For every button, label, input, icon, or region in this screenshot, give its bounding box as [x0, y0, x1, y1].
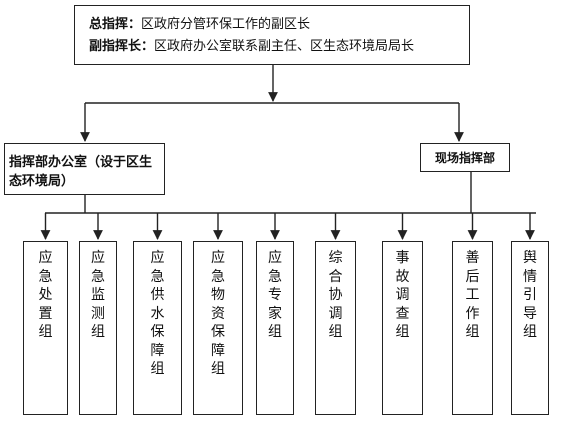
group-label: 综合协调组 [328, 250, 343, 340]
commander-line: 总指挥：区政府分管环保工作的副区长 [89, 14, 469, 36]
command-box: 总指挥：区政府分管环保工作的副区长 副指挥长：区政府办公室联系副主任、区生态环境… [74, 5, 470, 65]
commander-label: 总指挥： [89, 17, 142, 32]
group-label: 善后工作组 [465, 250, 480, 340]
group-label: 应急供水保障组 [150, 250, 165, 377]
site-command-box: 现场指挥部 [420, 143, 510, 172]
group-label: 应急物资保障组 [211, 250, 225, 377]
group-box: 事故调查组 [382, 241, 423, 415]
group-box: 舆情引导组 [511, 241, 549, 415]
group-box: 善后工作组 [452, 241, 493, 415]
group-label: 应急处置组 [38, 250, 53, 340]
group-box: 应急监测组 [79, 241, 117, 415]
group-label: 应急专家组 [268, 250, 282, 340]
deputy-commander-text: 区政府办公室联系副主任、区生态环境局局长 [154, 39, 415, 54]
commander-text: 区政府分管环保工作的副区长 [141, 17, 311, 32]
group-label: 应急监测组 [91, 250, 105, 340]
group-box: 应急专家组 [256, 241, 294, 415]
group-label: 事故调查组 [395, 250, 410, 340]
deputy-commander-label: 副指挥长： [89, 39, 155, 54]
group-box: 综合协调组 [315, 241, 356, 415]
group-label: 舆情引导组 [523, 250, 537, 340]
group-box: 应急处置组 [23, 241, 68, 415]
group-box: 应急物资保障组 [193, 241, 243, 415]
group-box: 应急供水保障组 [133, 241, 182, 415]
deputy-commander-line: 副指挥长：区政府办公室联系副主任、区生态环境局局长 [89, 36, 469, 58]
command-office-box: 指挥部办公室（设于区生态环境局） [4, 143, 165, 195]
